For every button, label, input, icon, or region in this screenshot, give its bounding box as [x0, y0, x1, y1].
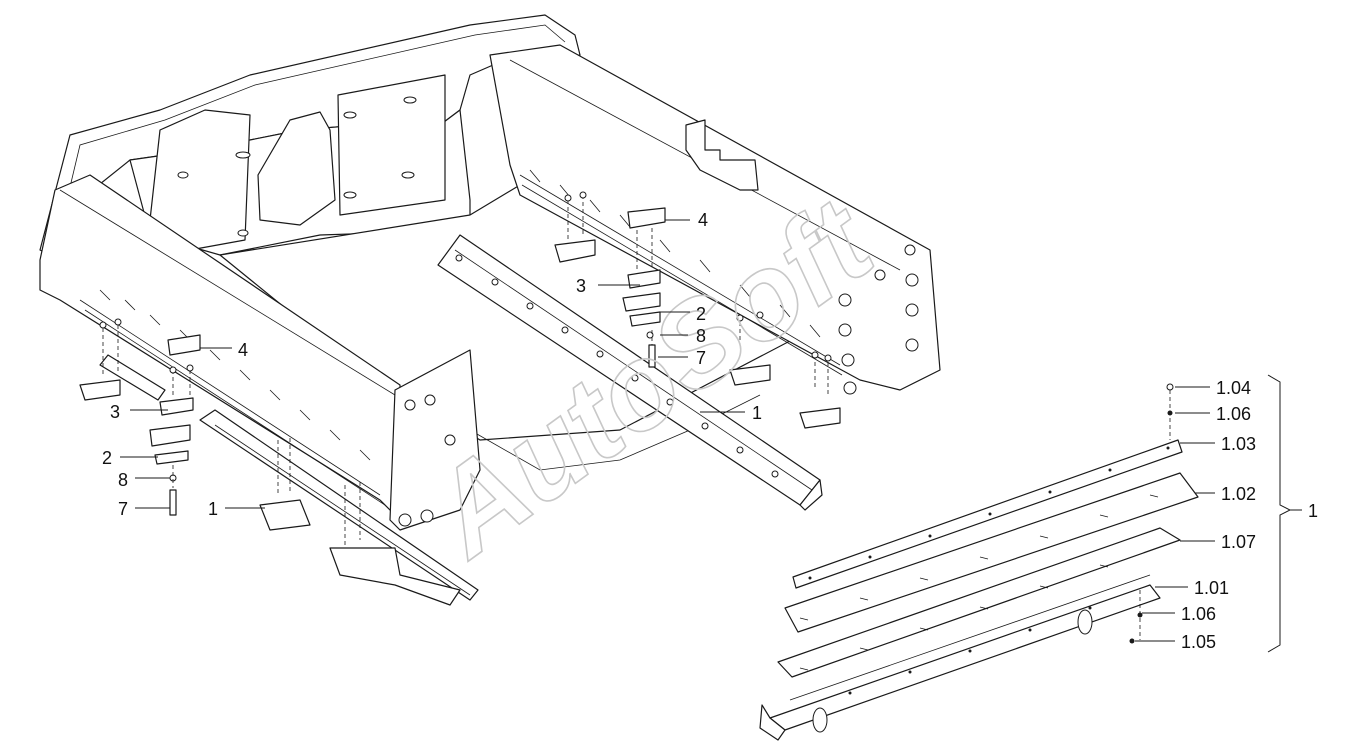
layer-103: [792, 439, 1183, 589]
layer-102: [784, 472, 1199, 633]
left-part-4: [167, 334, 201, 356]
callout-left-2: 2: [102, 448, 112, 468]
callout-right-2: 2: [696, 304, 706, 324]
callout-1-06-top: 1.06: [1216, 404, 1251, 424]
callout-1-03: 1.03: [1221, 434, 1256, 454]
left-part-2: [154, 450, 189, 465]
right-part-3: [627, 269, 661, 289]
exploded-blade-layers: [759, 383, 1199, 741]
callout-1-01: 1.01: [1194, 578, 1229, 598]
leader-lines: [120, 219, 1302, 653]
callout-1-07: 1.07: [1221, 532, 1256, 552]
callout-right-7: 7: [696, 348, 706, 368]
callout-1-04: 1.04: [1216, 378, 1251, 398]
back-window-right: [337, 74, 446, 216]
left-blade-assembly: [79, 318, 479, 606]
layer-107: [777, 527, 1181, 678]
back-window-center: [257, 111, 336, 226]
callout-right-4: 4: [698, 210, 708, 230]
callout-left-3: 3: [110, 402, 120, 422]
left-part-3: [159, 397, 194, 416]
callout-left-1: 1: [208, 499, 218, 519]
callout-right-1: 1: [752, 403, 762, 423]
callout-1-05: 1.05: [1181, 632, 1216, 652]
right-part-4: [627, 207, 666, 229]
right-blade-assembly: [437, 191, 841, 511]
callout-right-8: 8: [696, 326, 706, 346]
callout-1-02: 1.02: [1221, 484, 1256, 504]
callout-left-8: 8: [118, 470, 128, 490]
right-part-2: [622, 292, 661, 312]
callout-assembly-1: 1: [1308, 501, 1318, 521]
callout-left-7: 7: [118, 499, 128, 519]
callout-labels: 4 3 2 8 7 1 4 3 2 8 7 1 1.04 1.06 1.03 1…: [102, 210, 1318, 652]
callout-1-06-bottom: 1.06: [1181, 604, 1216, 624]
callout-right-3: 3: [576, 276, 586, 296]
callout-left-4: 4: [238, 340, 248, 360]
